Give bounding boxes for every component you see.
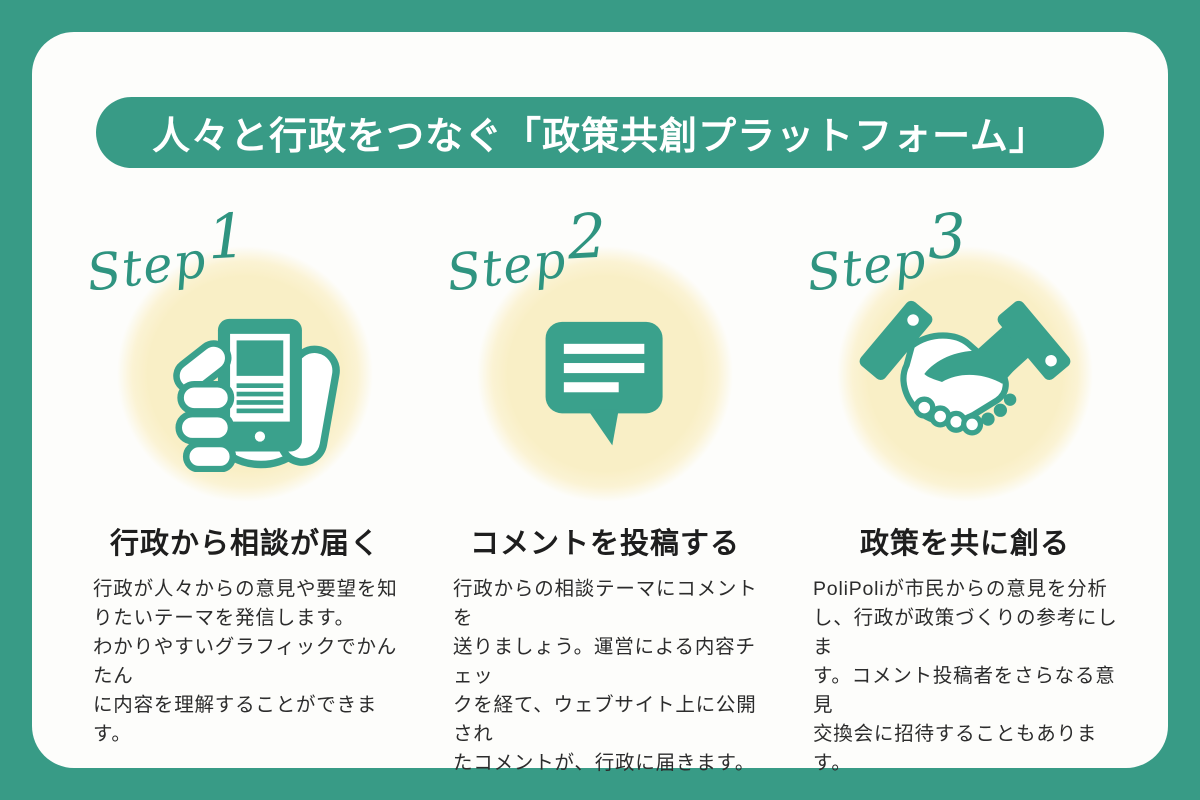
step-1-circle: [117, 246, 373, 502]
step-number: 1: [205, 200, 249, 274]
smartphone-in-hand-icon: [173, 318, 340, 472]
step-2-column: Step2 コメントを投稿する 行政からの相談テーマにコメントを 送りましょう。…: [440, 201, 770, 778]
step-3-description: PoliPoliが市民からの意見を分析 し、行政が政策づくりの参考にしま す。コ…: [813, 578, 1118, 774]
step-1-column: Step1: [80, 201, 410, 778]
step-2-description: 行政からの相談テーマにコメントを 送りましょう。運営による内容チェッ クを経て、…: [453, 578, 758, 774]
step-number: 2: [565, 200, 609, 274]
page-title: 人々と行政をつなぐ「政策共創プラットフォーム」: [152, 116, 1048, 158]
step-3-circle: [837, 246, 1093, 502]
step-2-heading: コメントを投稿する: [469, 528, 740, 560]
step-3-column: Step3: [800, 201, 1130, 778]
steps-row: Step1: [32, 201, 1168, 778]
speech-bubble-icon: [545, 321, 663, 446]
step-3-heading: 政策を共に創る: [859, 528, 1070, 560]
step-1-description: 行政が人々からの意見や要望を知 りたいテーマを発信します。 わかりやすいグラフィ…: [93, 578, 398, 745]
handshake-icon: [859, 300, 1071, 436]
card: 人々と行政をつなぐ「政策共創プラットフォーム」 Step1: [32, 32, 1168, 774]
header-banner: 人々と行政をつなぐ「政策共創プラットフォーム」: [96, 97, 1104, 168]
step-1-heading: 行政から相談が届く: [109, 528, 380, 560]
step-2-circle: [477, 246, 733, 502]
step-number: 3: [925, 200, 969, 274]
